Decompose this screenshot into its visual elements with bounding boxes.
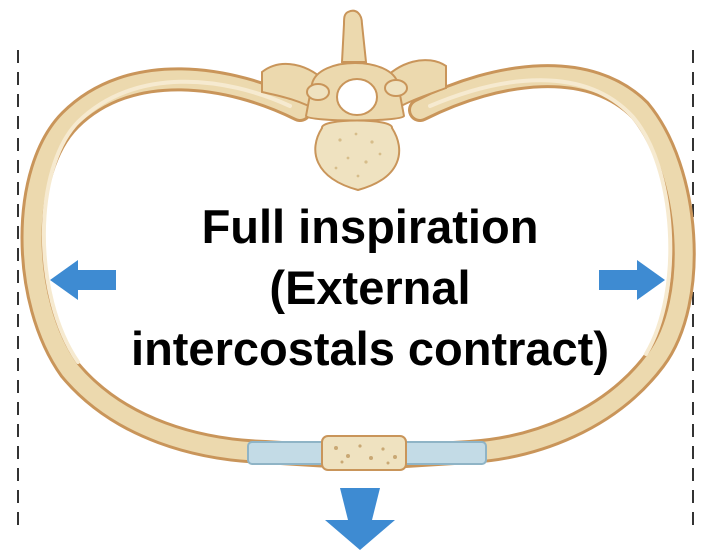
costal-cartilage-right [402, 442, 486, 464]
caption-line-3: intercostals contract) [90, 318, 650, 379]
vertebral-foramen [337, 79, 377, 115]
caption: Full inspiration (External intercostals … [90, 196, 650, 379]
costal-cartilage-left [248, 442, 332, 464]
arrow-down-icon [325, 488, 395, 550]
vertebra-spinous-process [342, 11, 366, 62]
caption-line-2: (External [90, 257, 650, 318]
vertebra-right-facet [385, 80, 407, 96]
vertebra-left-facet [307, 84, 329, 100]
caption-line-1: Full inspiration [90, 196, 650, 257]
sternum-body [322, 436, 406, 470]
sternum [322, 436, 406, 470]
vertebral-body [315, 121, 399, 191]
